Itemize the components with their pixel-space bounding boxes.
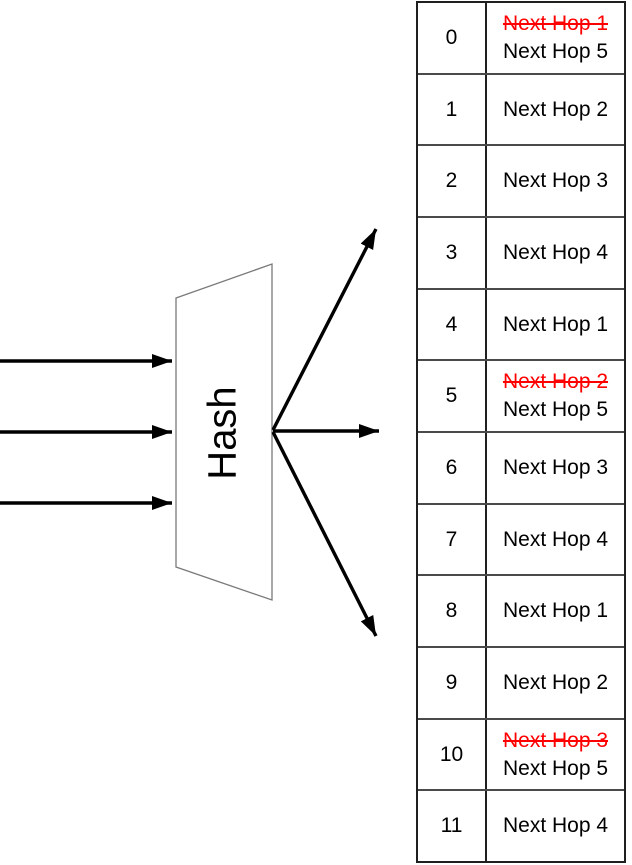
table-row: 0 Next Hop 1 Next Hop 5 bbox=[418, 3, 624, 75]
old-next-hop: Next Hop 2 bbox=[502, 370, 609, 394]
bucket-index: 3 bbox=[418, 218, 487, 288]
table-row: 4 Next Hop 1 bbox=[418, 289, 624, 362]
bucket-index: 1 bbox=[418, 74, 487, 145]
bucket-value: Next Hop 1 bbox=[487, 576, 624, 646]
next-hop: Next Hop 4 bbox=[502, 814, 609, 838]
table-row: 10 Next Hop 3 Next Hop 5 bbox=[418, 719, 624, 792]
old-next-hop: Next Hop 1 bbox=[502, 11, 609, 35]
table-row: 5 Next Hop 2 Next Hop 5 bbox=[418, 361, 624, 434]
bucket-value: Next Hop 2 bbox=[487, 648, 624, 718]
next-hop: Next Hop 5 bbox=[502, 398, 609, 422]
next-hop: Next Hop 3 bbox=[502, 169, 609, 193]
bucket-index: 6 bbox=[418, 433, 487, 503]
table-row: 6 Next Hop 3 bbox=[418, 433, 624, 505]
next-hop: Next Hop 4 bbox=[502, 527, 609, 551]
next-hop: Next Hop 4 bbox=[502, 240, 609, 264]
bucket-index: 4 bbox=[418, 289, 487, 360]
bucket-index: 0 bbox=[418, 3, 487, 73]
next-hop: Next Hop 1 bbox=[502, 312, 609, 336]
hash-label: Hash bbox=[200, 386, 245, 480]
next-hop: Next Hop 1 bbox=[502, 599, 609, 623]
bucket-value: Next Hop 3 bbox=[487, 146, 624, 216]
bucket-value: Next Hop 2 bbox=[487, 75, 624, 145]
bucket-index: 8 bbox=[418, 576, 487, 647]
output-arrow-top bbox=[271, 228, 378, 431]
bucket-index: 5 bbox=[418, 361, 487, 432]
bucket-value: Next Hop 2 Next Hop 5 bbox=[487, 361, 624, 431]
next-hop: Next Hop 3 bbox=[502, 455, 609, 479]
bucket-index: 7 bbox=[418, 504, 487, 575]
output-arrow-bottom bbox=[271, 431, 378, 637]
bucket-value: Next Hop 3 Next Hop 5 bbox=[487, 720, 624, 790]
table-row: 2 Next Hop 3 bbox=[418, 146, 624, 219]
bucket-value: Next Hop 4 bbox=[487, 218, 624, 288]
bucket-index: 2 bbox=[418, 146, 487, 217]
table-row: 9 Next Hop 2 bbox=[418, 648, 624, 720]
bucket-index: 11 bbox=[418, 791, 487, 862]
table-row: 1 Next Hop 2 bbox=[418, 74, 624, 147]
bucket-value: Next Hop 4 bbox=[487, 505, 624, 575]
bucket-value: Next Hop 4 bbox=[487, 791, 624, 861]
next-hop: Next Hop 5 bbox=[502, 756, 609, 780]
bucket-index: 9 bbox=[418, 648, 487, 718]
table-row: 3 Next Hop 4 bbox=[418, 218, 624, 290]
hash-trapezoid bbox=[175, 263, 273, 601]
bucket-value: Next Hop 1 bbox=[487, 290, 624, 360]
bucket-value: Next Hop 1 Next Hop 5 bbox=[487, 3, 624, 73]
next-hop: Next Hop 2 bbox=[502, 670, 609, 694]
table-row: 11 Next Hop 4 bbox=[418, 791, 624, 862]
bucket-value: Next Hop 3 bbox=[487, 433, 624, 503]
table-row: 7 Next Hop 4 bbox=[418, 504, 624, 577]
old-next-hop: Next Hop 3 bbox=[502, 728, 609, 752]
bucket-index: 10 bbox=[418, 719, 487, 790]
next-hop: Next Hop 2 bbox=[502, 97, 609, 121]
table-row: 8 Next Hop 1 bbox=[418, 576, 624, 649]
next-hop: Next Hop 5 bbox=[502, 39, 609, 63]
next-hop-table: 0 Next Hop 1 Next Hop 5 1 Next Hop 2 2 N… bbox=[416, 1, 626, 863]
